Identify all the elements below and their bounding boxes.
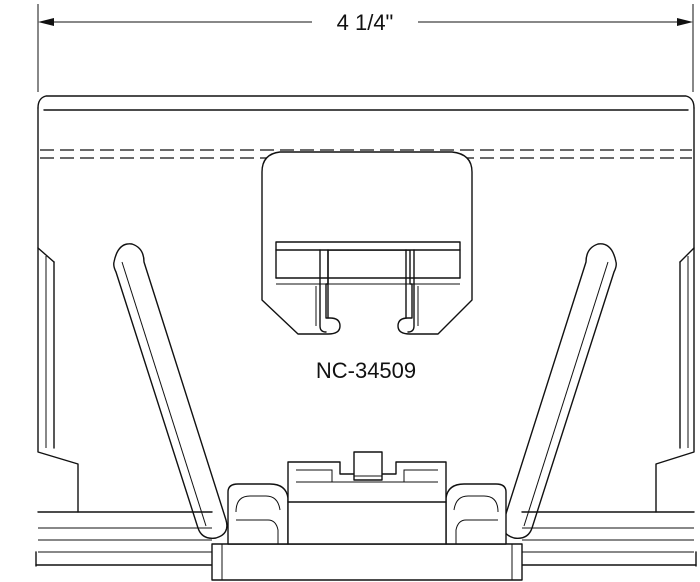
dimension-arrow-right <box>677 18 693 26</box>
bottom-clip <box>227 451 507 545</box>
left-slot-outline <box>113 243 228 539</box>
body-right-side <box>655 107 695 513</box>
clip-left-ear-curve <box>235 495 281 513</box>
body-left-side <box>37 107 79 513</box>
body-top-edge <box>37 95 695 109</box>
comb-tooth-right-a <box>407 249 415 333</box>
part-number-label: NC-34509 <box>316 358 416 383</box>
clip-right-ear-curve <box>453 495 499 513</box>
clip-left-ear-inner <box>236 519 279 544</box>
right-diagonal-slot <box>502 243 617 539</box>
right-flange-top <box>679 247 695 263</box>
comb-top-bar <box>275 241 461 251</box>
clip-left-ear <box>227 483 289 545</box>
bottom-rail <box>35 511 697 581</box>
right-slot-inner-line <box>523 261 609 527</box>
clip-latch <box>353 451 383 481</box>
left-diagonal-slot <box>113 243 228 539</box>
base-block <box>211 543 523 581</box>
left-slot-inner-line <box>121 261 207 527</box>
dimension-arrow-left <box>38 18 54 26</box>
left-flange-top <box>37 247 55 263</box>
bracket-body <box>37 95 695 513</box>
clip-right-ear <box>445 483 507 545</box>
clip-body-right-step <box>403 469 438 482</box>
width-dimension-label: 4 1/4" <box>337 10 394 35</box>
center-tab <box>261 151 473 335</box>
clip-body-left-step <box>296 469 333 482</box>
width-dimension: 4 1/4" <box>37 4 694 92</box>
clip-right-ear-inner <box>455 519 498 544</box>
comb-tooth-left-a <box>319 249 327 333</box>
